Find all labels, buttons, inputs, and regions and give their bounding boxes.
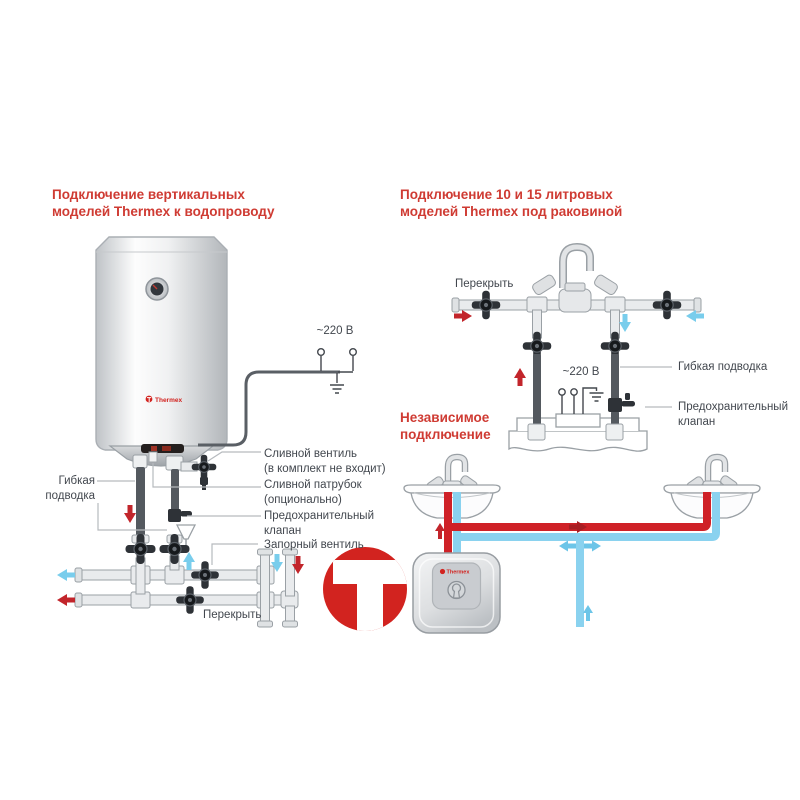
heater-control-knob [447, 580, 466, 600]
drain-valve [191, 454, 217, 490]
thermex-logo-big [323, 547, 407, 631]
red-down-arrow [124, 505, 136, 523]
stop-valve-bottom-pipe [175, 585, 205, 615]
blue-left-arrow [686, 310, 704, 322]
voltage-label-right: ~220 В [562, 366, 600, 378]
red-up-arrow [514, 368, 526, 386]
left-diagram-title: Подключение вертикальных моделей Thermex… [52, 187, 275, 219]
independent-connection-scheme: Thermex [404, 457, 760, 634]
flow-arrows-left [57, 505, 304, 606]
label-safety-valve-right: Предохранительный клапан [678, 401, 788, 429]
label-safety-valve-left: Предохранительный клапан [264, 510, 374, 538]
shutoff-valve-left [471, 290, 501, 320]
power-terminals-right [558, 387, 598, 414]
blue-left-arrow [57, 569, 75, 581]
blue-up-arrow [583, 605, 593, 621]
stop-valve [124, 533, 157, 565]
ground-symbol [329, 384, 345, 394]
power-cord [198, 370, 340, 447]
shutoff-valve-right [652, 290, 682, 320]
safety-valve [168, 509, 197, 546]
svg-text:Thermex: Thermex [155, 397, 182, 404]
power-terminals [317, 348, 358, 383]
red-up-arrow [435, 523, 445, 539]
drain-funnel [175, 524, 197, 540]
label-flexible-hose-right: Гибкая подводка [678, 361, 768, 373]
blue-down-arrow [619, 314, 631, 332]
right-diagram-under-sink [451, 242, 704, 452]
safety-valve-right-diagram [608, 393, 635, 412]
water-heater-tank: Thermex [95, 236, 228, 467]
label-stop-valve: Запорный вентиль [264, 539, 364, 551]
stop-valve-top-pipe [190, 560, 220, 590]
label-drain-outlet: Сливной патрубок (опционально) [264, 479, 362, 507]
label-drain-valve: Сливной вентиль (в комплект не входит) [264, 448, 386, 476]
supply-risers [257, 548, 298, 628]
blue-down-arrow [271, 554, 283, 572]
blue-up-arrow [183, 552, 195, 570]
blue-left-arrow [559, 540, 576, 552]
red-right-arrow [454, 310, 472, 322]
left-diagram-vertical-model: Thermex [57, 236, 358, 628]
label-flexible-hose-left: Гибкая подводка [45, 475, 95, 503]
red-left-arrow [57, 594, 75, 606]
flexible-hoses [527, 354, 624, 441]
right-diagram-title: Подключение 10 и 15 литровых моделей The… [400, 187, 623, 219]
hot-water-line [444, 492, 711, 557]
leader-lines-right [620, 366, 672, 408]
blue-right-arrow [584, 540, 601, 552]
ground-symbol [588, 392, 605, 402]
drain-outlet-stub [148, 451, 158, 463]
leader-lines-left [97, 451, 261, 565]
label-shut-off-left: Перекрыть [203, 609, 262, 621]
red-right-arrow [569, 521, 587, 533]
temperature-gauge [145, 277, 169, 301]
svg-text:Thermex: Thermex [447, 570, 471, 576]
thermex-logo-under-sink: Thermex [439, 568, 471, 576]
kitchen-faucet [532, 242, 618, 313]
red-down-arrow [292, 556, 304, 574]
thermex-logo-tank: Thermex [145, 395, 182, 404]
flow-arrows-right-diagram [454, 310, 704, 386]
label-shut-off-right: Перекрыть [455, 278, 514, 290]
flow-arrows-independent [435, 521, 601, 621]
voltage-label-left: ~220 В [316, 325, 354, 337]
under-sink-heater: Thermex [412, 552, 501, 634]
flexible-hose-left [131, 454, 150, 595]
independent-connection-title: Независимое подключение [400, 410, 491, 442]
